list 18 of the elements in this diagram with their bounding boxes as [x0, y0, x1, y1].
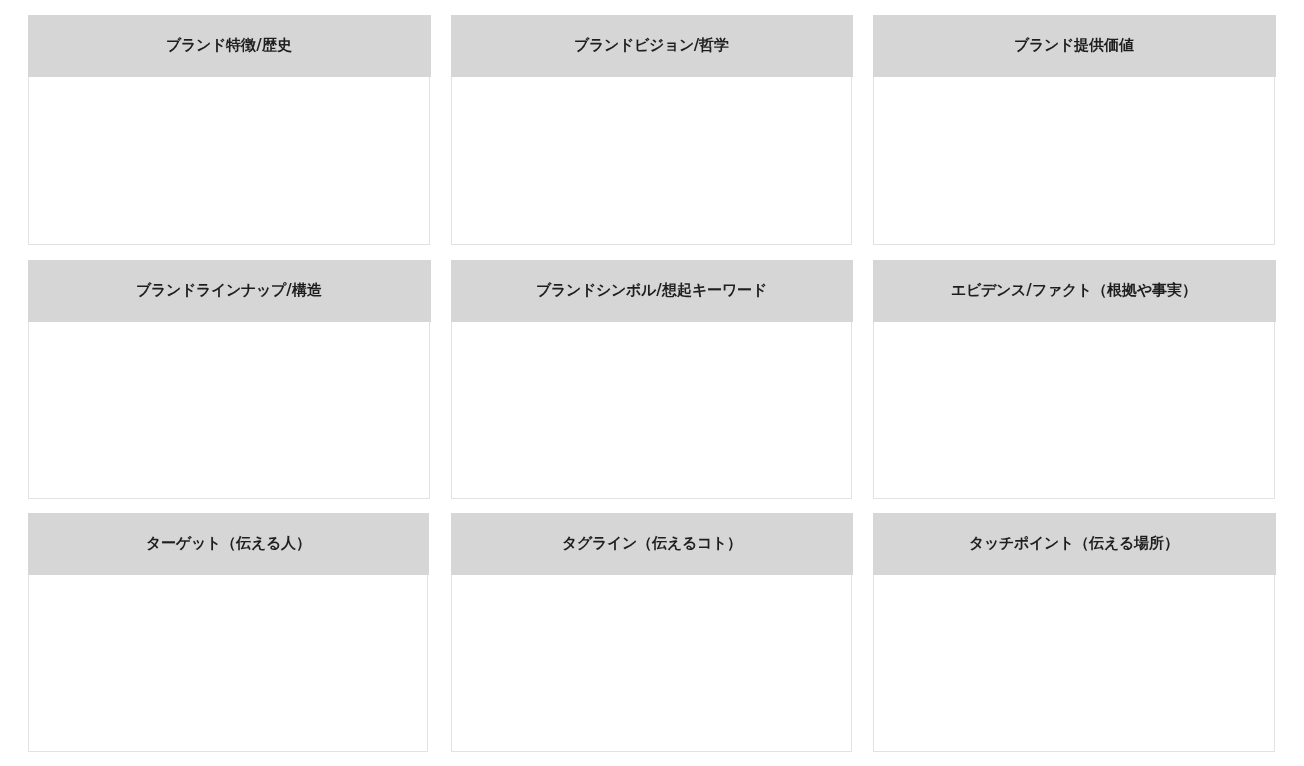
section-heading: ブランド特徴/歴史	[27, 14, 431, 77]
template-card	[451, 260, 852, 499]
section-heading: ブランドラインナップ/構造	[27, 259, 431, 322]
section-heading: ターゲット（伝える人）	[27, 512, 429, 575]
template-card	[873, 260, 1275, 499]
template-card	[28, 15, 430, 245]
section-heading: ブランド提供価値	[872, 14, 1276, 77]
section-heading: ブランドシンボル/想起キーワード	[450, 259, 853, 322]
section-heading: エビデンス/ファクト（根拠や事実）	[872, 259, 1276, 322]
template-card	[873, 15, 1275, 245]
template-card	[873, 513, 1275, 752]
template-card	[28, 260, 430, 499]
template-card	[28, 513, 428, 752]
section-heading: タッチポイント（伝える場所）	[872, 512, 1276, 575]
template-card	[451, 15, 852, 245]
section-heading: ブランドビジョン/哲学	[450, 14, 853, 77]
section-heading: タグライン（伝えるコト）	[450, 512, 853, 575]
template-card	[451, 513, 852, 752]
